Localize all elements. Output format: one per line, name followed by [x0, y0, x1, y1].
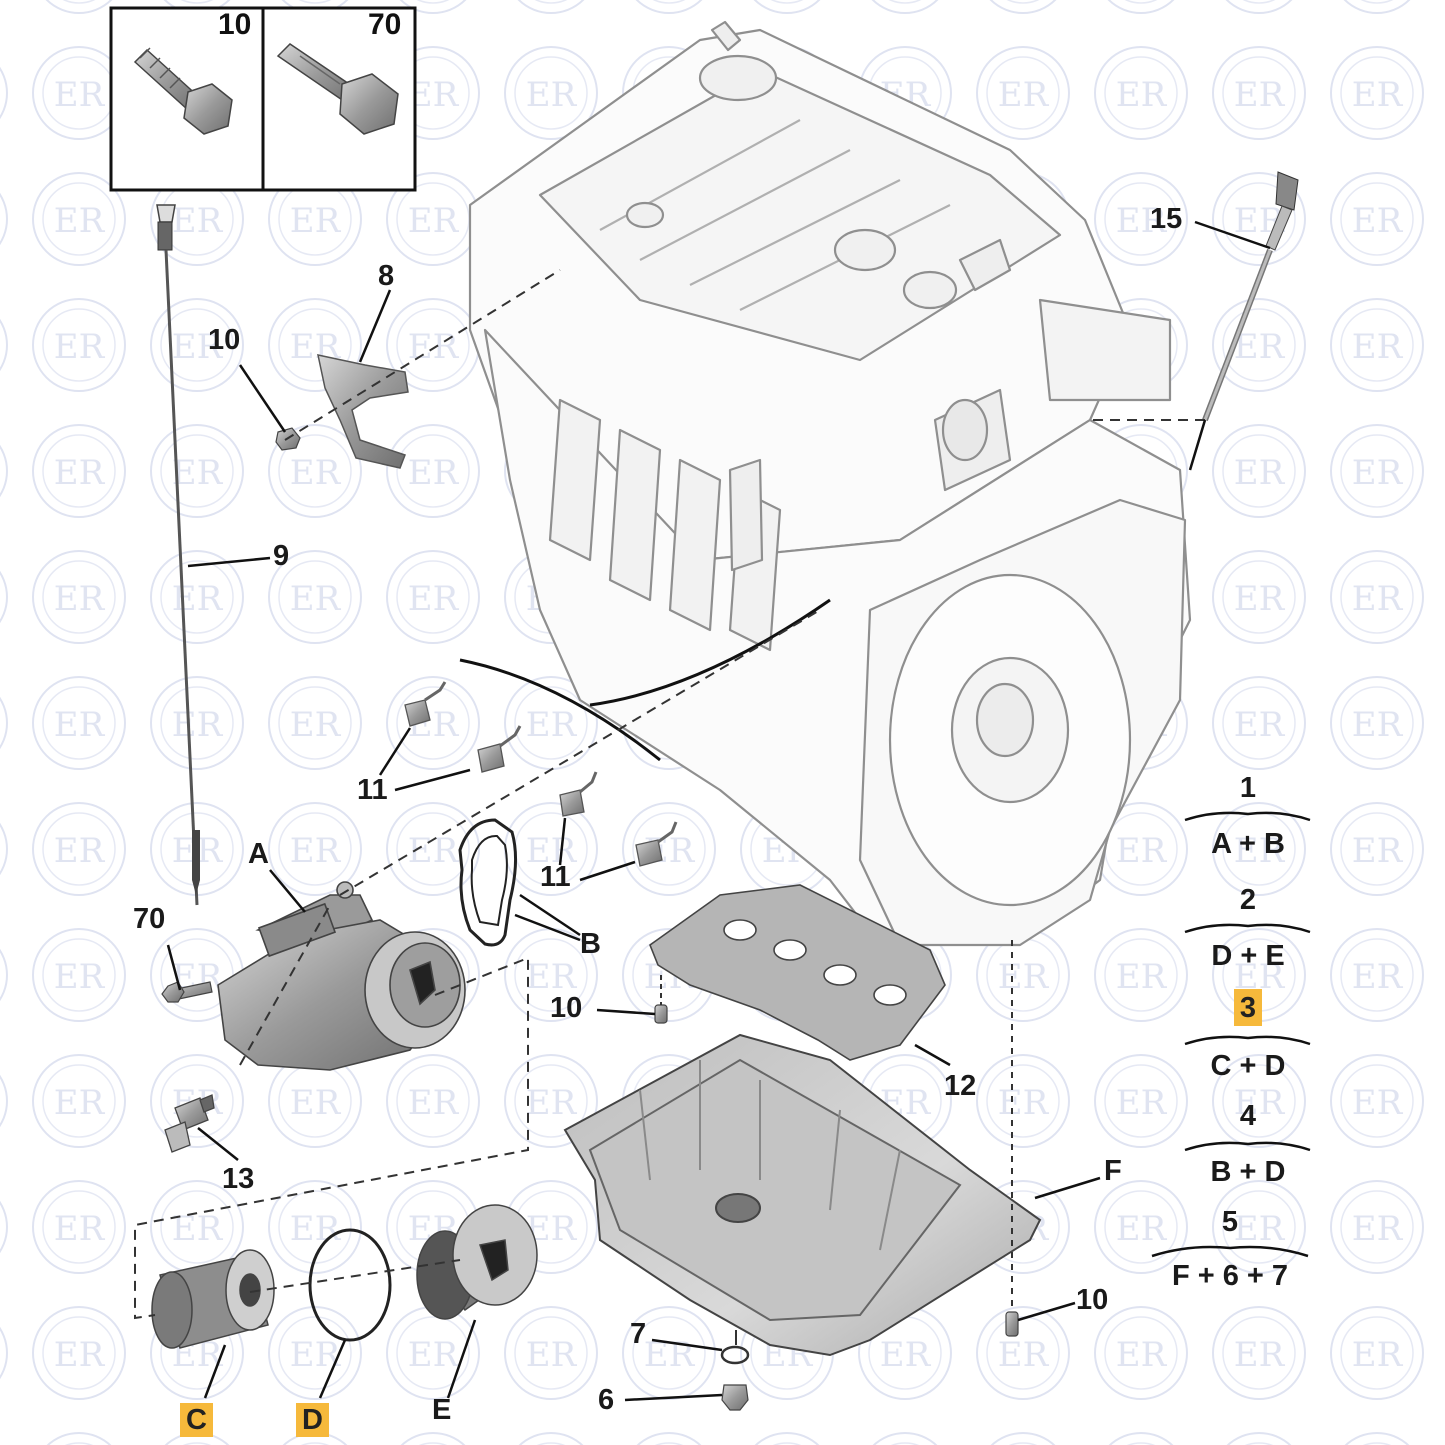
- callout-E: E: [432, 1394, 452, 1426]
- bracket-8-icon: [317, 354, 409, 469]
- dipstick-9-icon: [156, 204, 200, 906]
- bolt-10-pan-icon: [1005, 940, 1019, 1337]
- callout-A: A: [248, 838, 269, 870]
- kit-5-contents: F + 6 + 7: [1171, 1260, 1289, 1292]
- oil-pan-gasket-12-icon: [649, 884, 946, 1061]
- kit-4-number: 4: [1239, 1100, 1257, 1132]
- kit-2-number: 2: [1239, 884, 1257, 916]
- kit-4-contents: B + D: [1210, 1156, 1286, 1188]
- kit-brackets: [1151, 811, 1311, 1258]
- kit-3-number: 3: [1168, 989, 1328, 1026]
- kit-1-contents: A + B: [1211, 828, 1285, 860]
- drain-plug-6-icon: [721, 1384, 749, 1411]
- inset-bolt-70-label: 70: [368, 8, 402, 41]
- kit-2-contents: D + E: [1211, 940, 1285, 972]
- engine-block-drawing: [459, 20, 1192, 947]
- callout-70: 70: [133, 903, 166, 935]
- inset-bolt-10-label: 10: [218, 8, 252, 41]
- assembly-lines: [134, 269, 1205, 1320]
- callout-D: D: [296, 1403, 329, 1437]
- callout-7: 7: [630, 1318, 647, 1350]
- callout-6: 6: [598, 1384, 615, 1416]
- callout-8: 8: [378, 260, 395, 292]
- oil-pan-F-icon: [563, 1033, 1042, 1357]
- oil-filter-housing-A-icon: [217, 881, 466, 1071]
- kit-1-number: 1: [1239, 772, 1257, 804]
- callout-10-top: 10: [208, 324, 241, 356]
- o-ring-D-icon: [308, 1228, 392, 1342]
- callout-11-lower: 11: [540, 861, 571, 893]
- callout-B: B: [580, 928, 601, 960]
- callout-F: F: [1104, 1155, 1122, 1187]
- callout-10-pan: 10: [1076, 1284, 1109, 1316]
- kit-3-highlight: 3: [1233, 989, 1263, 1026]
- kit-5-number: 5: [1221, 1206, 1239, 1238]
- leader-lines: [166, 220, 1271, 1402]
- oil-jet-11-icons: [404, 681, 678, 867]
- filter-element-C-icon: [151, 1249, 275, 1349]
- callout-15: 15: [1150, 203, 1183, 235]
- gasket-B-icon: [458, 818, 518, 947]
- kit-3-contents: C + D: [1210, 1050, 1286, 1082]
- filter-cap-E-icon: [416, 1204, 538, 1320]
- callout-9: 9: [273, 540, 290, 572]
- bolt-70-icon: [276, 43, 399, 135]
- bolt-10-icon: [133, 47, 233, 135]
- callout-10-gasket: 10: [550, 992, 583, 1024]
- sensor-13-icon: [164, 1094, 215, 1153]
- bolt-inset: [109, 6, 417, 192]
- callout-C: C: [180, 1403, 213, 1437]
- dipstick-15-icon: [1202, 171, 1299, 422]
- callout-13: 13: [222, 1163, 255, 1195]
- seal-7-icon: [720, 1330, 750, 1365]
- callout-11-upper: 11: [357, 774, 388, 806]
- callout-12: 12: [944, 1070, 977, 1102]
